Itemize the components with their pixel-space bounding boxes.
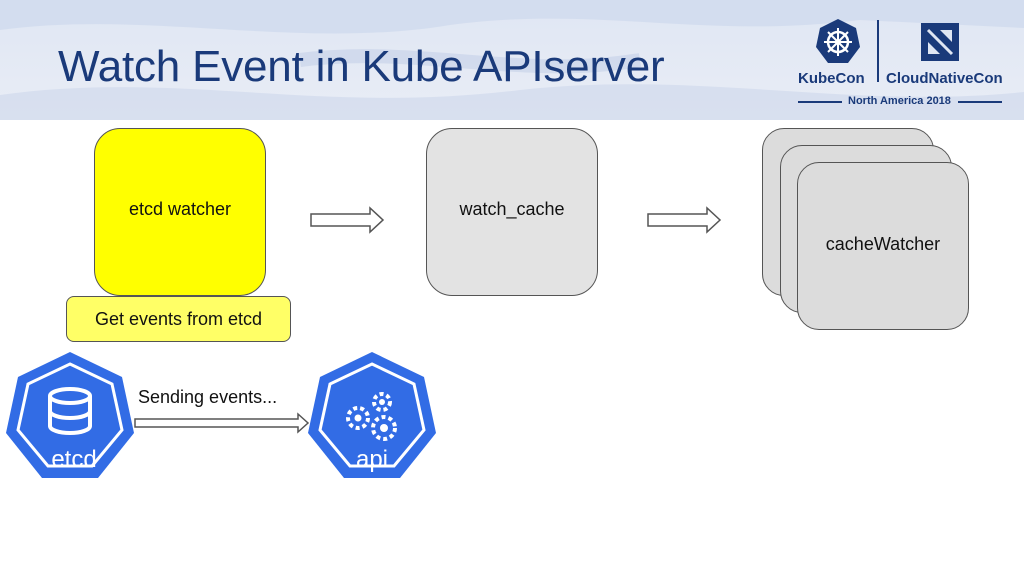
watch-cache-box: watch_cache — [426, 128, 598, 296]
get-events-label: Get events from etcd — [66, 296, 291, 342]
etcd-watcher-box: etcd watcher — [94, 128, 266, 296]
header-background — [0, 0, 1024, 120]
api-gears-icon — [308, 352, 436, 478]
arrow-right-icon — [134, 412, 310, 434]
rule-left — [798, 101, 842, 103]
conference-logo: KubeCon CloudNativeCon North America 201… — [790, 10, 1010, 110]
watch-cache-label: watch_cache — [459, 198, 565, 219]
cloudnativecon-text: CloudNativeCon — [886, 70, 1003, 87]
cache-watcher-label: cacheWatcher — [825, 233, 941, 254]
etcd-icon-label: etcd — [51, 446, 97, 473]
event-subtitle: North America 2018 — [848, 95, 951, 107]
sending-events-label: Sending events... — [138, 387, 278, 407]
slide-header: Watch Event in Kube APIserver KubeCon Cl… — [0, 0, 1024, 120]
api-icon-label: api — [355, 446, 389, 473]
kubecon-helm-icon — [816, 19, 860, 63]
etcd-database-icon — [6, 352, 134, 478]
arrow-right-icon — [310, 206, 385, 234]
etcd-watcher-label: etcd watcher — [128, 198, 232, 219]
get-events-text: Get events from etcd — [94, 308, 263, 329]
cache-watcher-box: cacheWatcher — [797, 162, 969, 330]
rule-right — [958, 101, 1002, 103]
logo-divider — [877, 20, 879, 82]
kubecon-text: KubeCon — [798, 70, 865, 87]
cncf-icon — [921, 23, 959, 61]
page-title: Watch Event in Kube APIserver — [58, 42, 665, 91]
arrow-right-icon — [647, 206, 722, 234]
